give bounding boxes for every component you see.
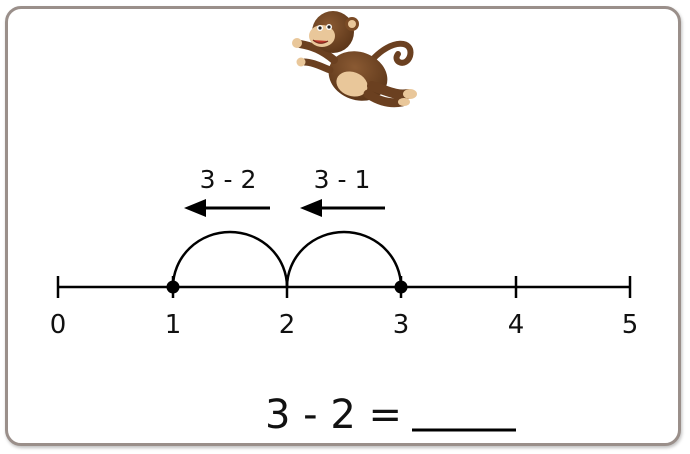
tick-label-4: 4	[508, 310, 525, 340]
tick-label-3: 3	[393, 310, 410, 340]
equation-text: 3 - 2 =	[265, 392, 402, 438]
arrow-left-icon	[184, 199, 270, 217]
hop-label-second: 3 - 2	[200, 165, 257, 194]
arrow-left-icon	[300, 199, 385, 217]
tick-label-2: 2	[279, 310, 296, 340]
hop-arc-2-to-1	[171, 230, 289, 288]
hop-label-first: 3 - 1	[314, 165, 371, 194]
point-marker-1	[166, 280, 180, 294]
hop-arc-3-to-2	[285, 230, 403, 288]
tick-label-0: 0	[50, 310, 67, 340]
point-marker-3	[394, 280, 408, 294]
tick-label-1: 1	[165, 310, 182, 340]
monkey-icon	[292, 11, 417, 108]
tick-label-5: 5	[622, 310, 639, 340]
